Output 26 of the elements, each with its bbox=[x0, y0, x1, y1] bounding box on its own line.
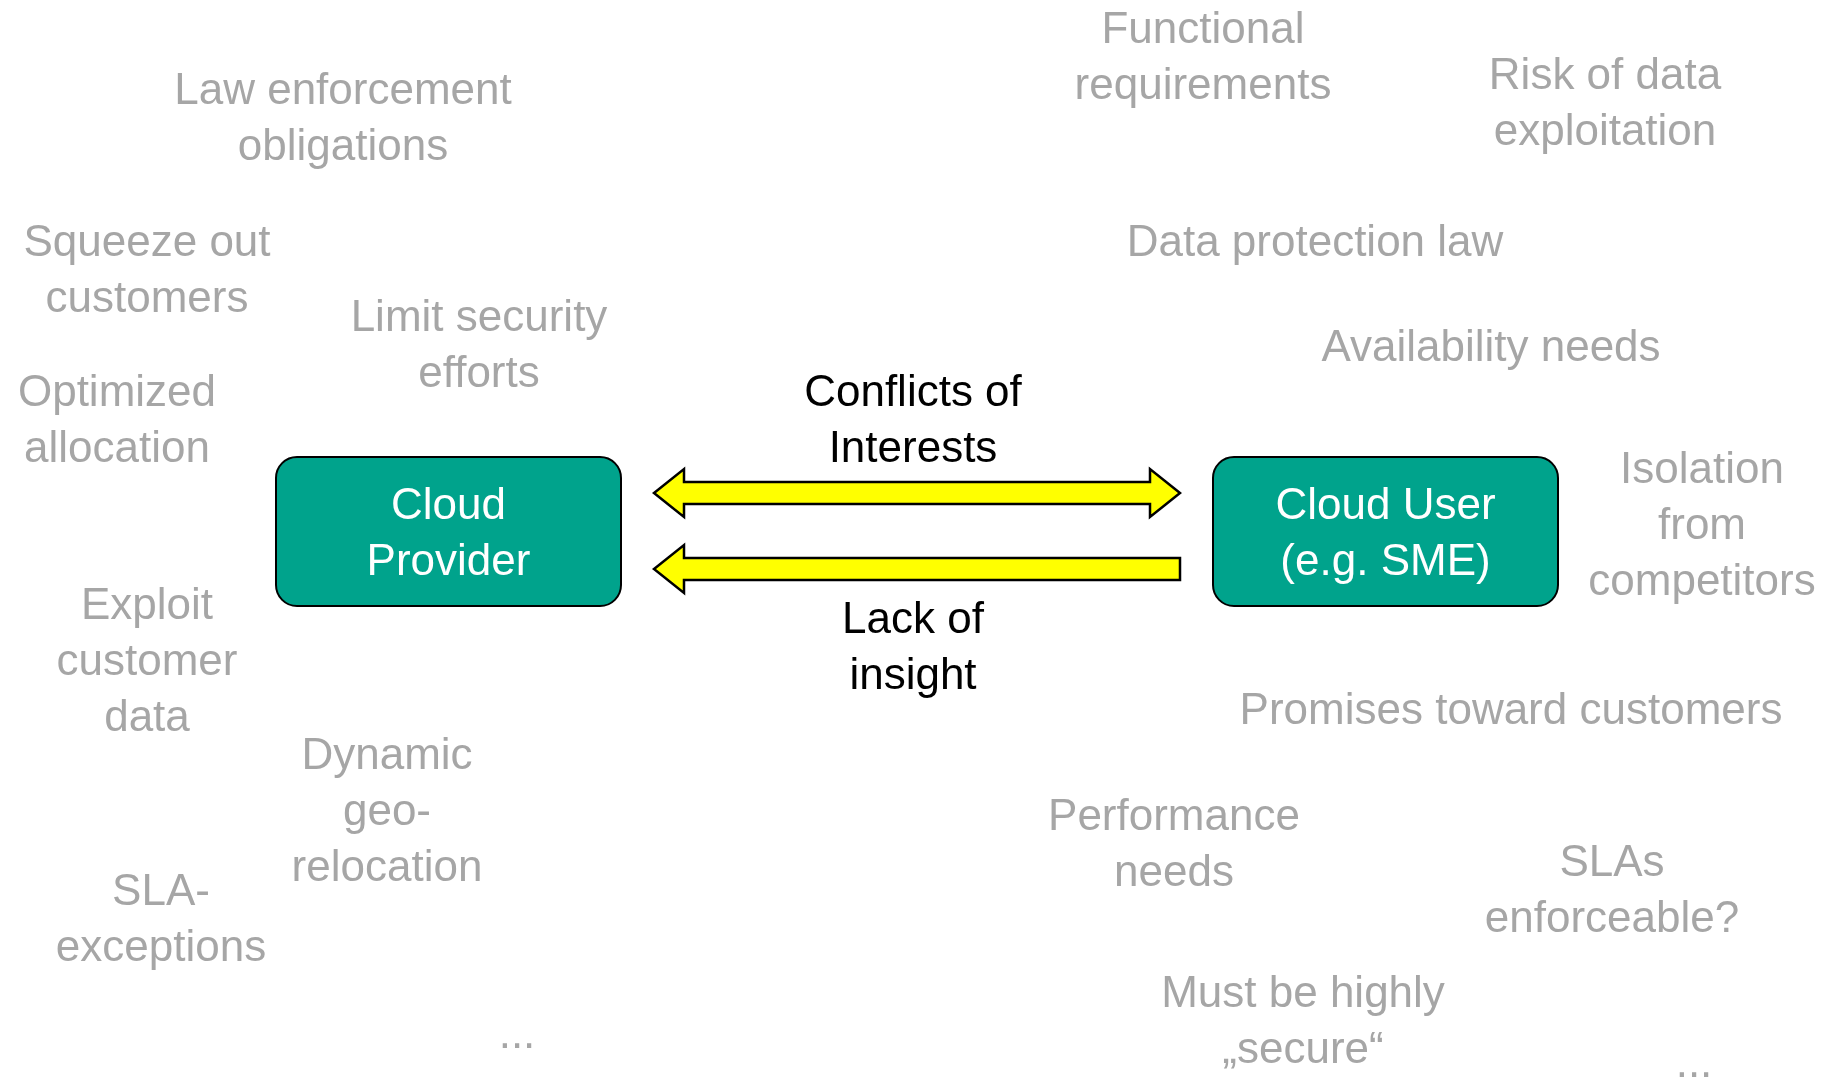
edge-label: Lack of insight bbox=[841, 592, 985, 700]
note-text: Data protection law bbox=[1126, 215, 1504, 267]
double-arrow bbox=[652, 466, 1182, 520]
note-text: ... bbox=[1675, 1036, 1713, 1088]
process-box bbox=[1212, 456, 1559, 607]
note-text: SLAs enforceable? bbox=[1483, 835, 1741, 943]
note-text: Squeeze out customers bbox=[22, 215, 272, 323]
note-text: Exploit customer data bbox=[55, 578, 239, 742]
note-text: Availability needs bbox=[1321, 320, 1661, 372]
note-text: Functional requirements bbox=[1073, 2, 1333, 110]
note-text: Dynamic geo-relocation bbox=[290, 728, 484, 892]
note-text: SLA-exceptions bbox=[54, 864, 268, 972]
note-text: ... bbox=[498, 1007, 536, 1059]
note-text: Law enforcement obligations bbox=[173, 63, 513, 171]
note-text: Performance needs bbox=[1047, 789, 1301, 897]
edge-label: Conflicts of Interests bbox=[803, 365, 1023, 473]
box-label: Cloud Provider bbox=[365, 477, 532, 586]
note-text: Promises toward customers bbox=[1239, 683, 1783, 735]
note-text: Optimized allocation bbox=[16, 365, 218, 473]
box-label: Cloud User (e.g. SME) bbox=[1274, 477, 1497, 586]
note-text: Isolation from competitors bbox=[1587, 442, 1817, 606]
note-text: Risk of data exploitation bbox=[1487, 48, 1723, 156]
note-text: Limit security efforts bbox=[349, 290, 609, 398]
note-text: Must be highly „secure“ bbox=[1160, 966, 1446, 1074]
process-box bbox=[275, 456, 622, 607]
arrow bbox=[652, 542, 1182, 596]
